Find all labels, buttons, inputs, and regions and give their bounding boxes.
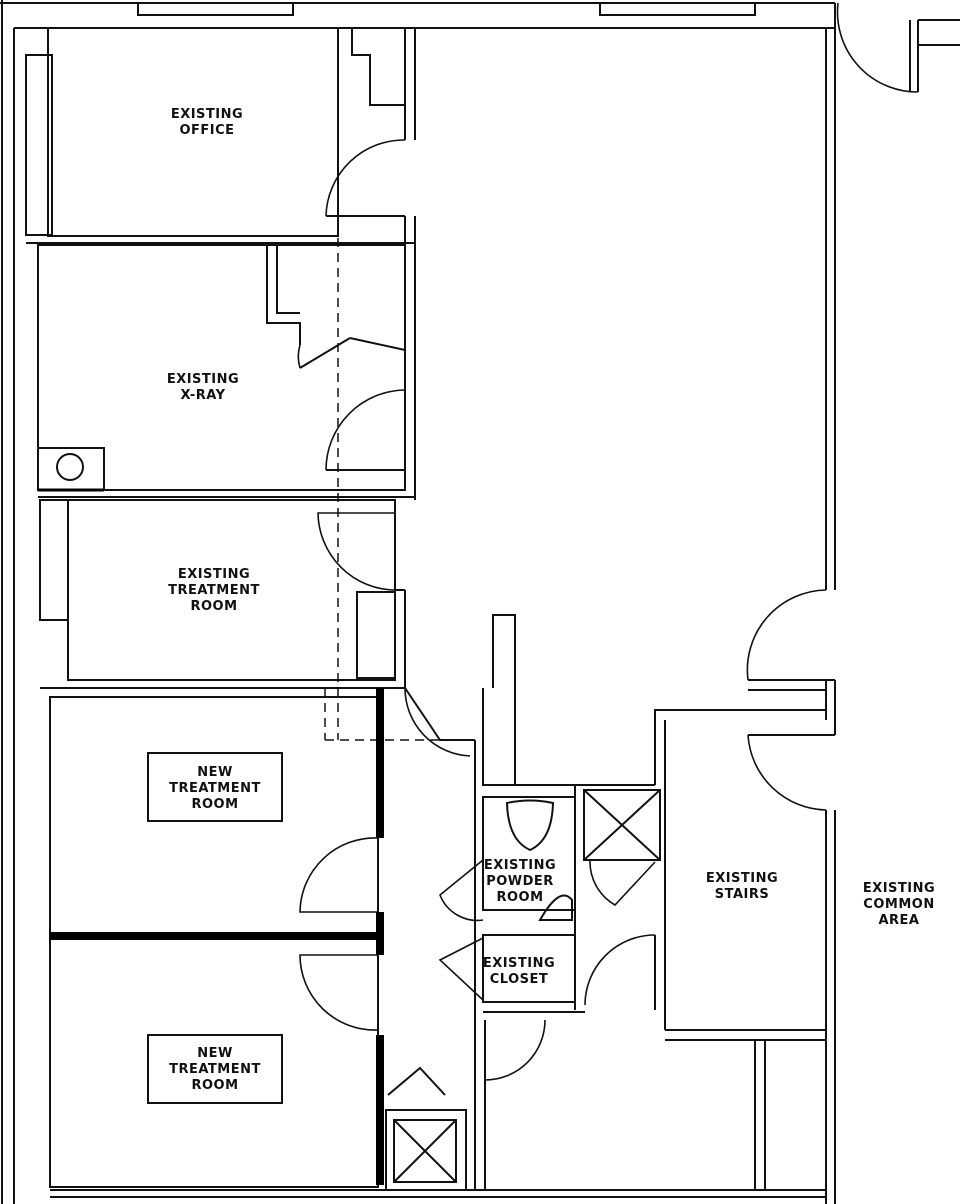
toilet-icon: [505, 799, 555, 852]
window: [137, 2, 294, 16]
shower: [583, 789, 661, 861]
cabinet: [39, 499, 69, 621]
xray-equipment-icon: [56, 453, 84, 481]
cabinet: [356, 591, 396, 679]
window: [599, 2, 756, 16]
mechanical-shaft: [385, 1109, 467, 1191]
cabinet: [25, 54, 53, 236]
sink-icon: [538, 894, 573, 921]
